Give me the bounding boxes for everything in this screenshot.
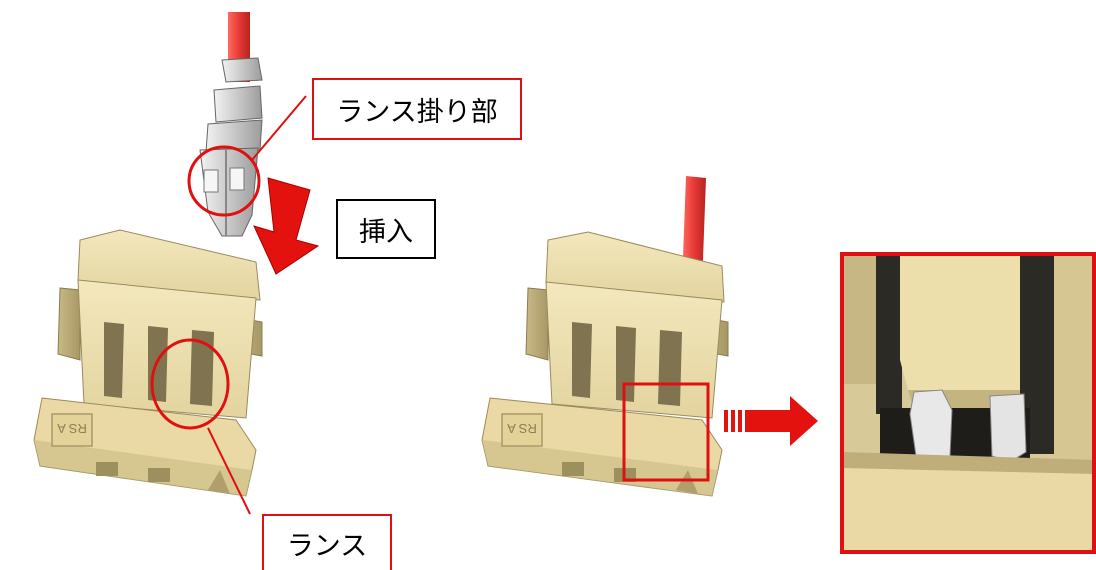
insert-arrow bbox=[253, 177, 320, 275]
zoom-arrow bbox=[724, 396, 818, 446]
lance-label: ランス bbox=[262, 514, 392, 570]
housing-marking: RS A bbox=[57, 421, 87, 436]
lance-hook-label: ランス掛り部 bbox=[312, 78, 522, 140]
lance-hook-leader-line bbox=[251, 95, 307, 161]
lance-leader-line bbox=[207, 427, 251, 515]
zoom-detail bbox=[840, 252, 1096, 554]
assembled-housing-marking: RS A bbox=[507, 421, 537, 436]
insert-label: 挿入 bbox=[336, 199, 436, 259]
lance-hook-circle bbox=[187, 145, 261, 217]
lance-circle bbox=[150, 338, 230, 430]
left-terminal bbox=[199, 57, 263, 237]
assembled-housing: RS A bbox=[481, 231, 729, 497]
zoom-detail-frame bbox=[840, 252, 1096, 554]
housing-marking-plate bbox=[51, 413, 93, 447]
left-housing: RS A bbox=[33, 229, 263, 497]
zoom-source-box bbox=[622, 382, 710, 482]
